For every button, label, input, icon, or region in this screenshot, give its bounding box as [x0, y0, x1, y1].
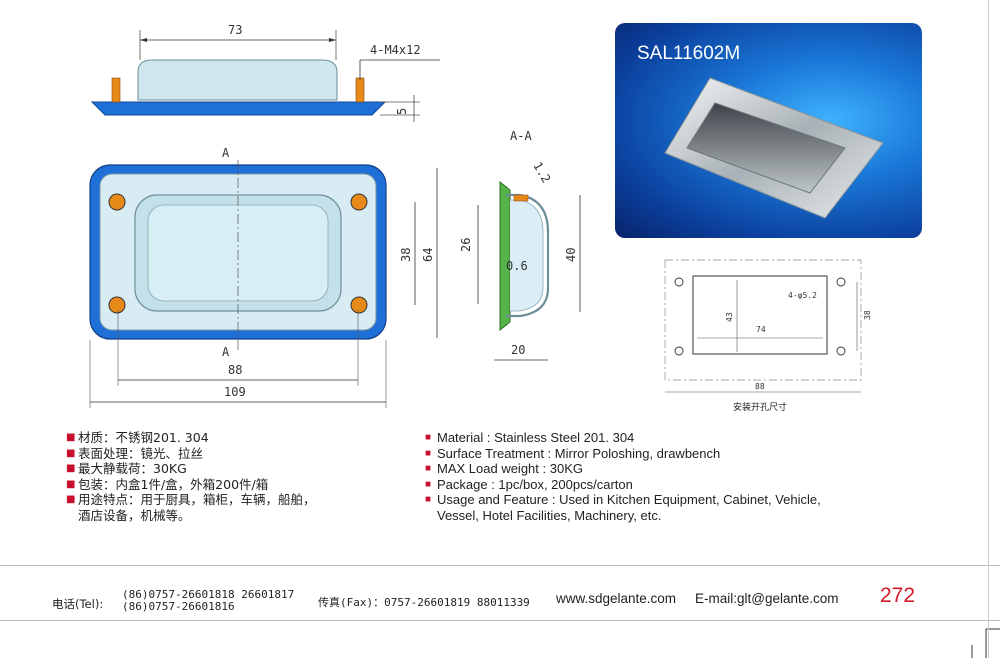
side-elevation-view: 73 4-M4x12 5 — [90, 23, 440, 122]
spec-cn-item: ■表面处理：镜光、拉丝 — [66, 445, 204, 461]
technical-drawings: 73 4-M4x12 5 A A 88 109 38 6 — [89, 23, 872, 413]
email-link[interactable]: E-mail:glt@gelante.com — [695, 591, 839, 606]
spec-en-item: ■Material : Stainless Steel 201. 304 — [425, 430, 635, 445]
dim-top-width: 73 — [228, 23, 242, 37]
cutout-outer: 88 — [755, 382, 765, 391]
spec-cn-item-cont: 酒店设备，机械等。 — [78, 507, 191, 523]
cutout-height: 43 — [725, 312, 734, 322]
tel-label: 电话(Tel): — [52, 597, 104, 611]
cutout-caption: 安装开孔尺寸 — [733, 401, 787, 413]
product-photo: SAL11602M — [615, 23, 922, 238]
footer-rule-top — [0, 565, 1000, 566]
dim-depth: 26 — [459, 238, 473, 252]
specs-chinese: ■材质：不锈钢201. 304 ■表面处理：镜光、拉丝 ■最大静载荷：30KG … — [66, 430, 386, 523]
dim-section-width: 20 — [511, 343, 525, 357]
website-link[interactable]: www.sdgelante.com — [556, 591, 677, 606]
dim-inner-height: 38 — [399, 248, 413, 262]
spec-cn-item: ■最大静载荷：30KG — [66, 461, 187, 476]
spec-en-item: ■MAX Load weight : 30KG — [425, 461, 583, 476]
spec-en-item: ■Package : 1pc/box, 200pcs/carton — [425, 476, 633, 492]
spec-cn-item: ■包装：内盒1件/盒，外箱200件/箱 — [66, 476, 269, 492]
section-mark-bottom: A — [222, 345, 230, 359]
fax: 传真(Fax)：0757-26601819 88011339 — [318, 596, 530, 609]
handle-illustration — [664, 77, 884, 219]
crop-mark — [971, 628, 1000, 658]
tel-line-2: (86)0757-26601816 — [122, 600, 235, 613]
spec-cn-item: ■用途特点：用于厨具，箱柜，车辆，船舶， — [66, 492, 316, 507]
dim-section-height: 40 — [564, 248, 578, 262]
spec-en-item-cont: Vessel, Hotel Facilities, Machinery, etc… — [437, 507, 662, 523]
page-edge-line — [988, 0, 989, 658]
cutout-holes: 4-φ5.2 — [788, 291, 817, 300]
spec-en-item: ■Surface Treatment : Mirror Poloshing, d… — [425, 445, 721, 461]
section-title: A-A — [510, 129, 532, 143]
cutout-side: 38 — [863, 310, 872, 320]
cutout-width: 74 — [756, 325, 766, 334]
screw-note: 4-M4x12 — [370, 43, 421, 57]
dim-flange-height: 5 — [395, 108, 409, 115]
page-number: 272 — [880, 584, 916, 607]
footer-rule-bottom — [0, 620, 1000, 621]
spec-en-item: ■Usage and Feature : Used in Kitchen Equ… — [425, 492, 821, 507]
model-number: SAL11602M — [637, 43, 741, 64]
thickness-note: 1.2 — [530, 160, 553, 186]
dim-inner-width: 88 — [228, 363, 242, 377]
cutout-drawing: 4-φ5.2 43 74 38 88 安装开孔尺寸 — [664, 259, 872, 413]
front-plan-view: A A 88 109 38 64 — [89, 146, 438, 408]
spec-cn-item: ■材质：不锈钢201. 304 — [66, 430, 209, 445]
dim-wall: 0.6 — [506, 259, 528, 273]
tel-line-1: (86)0757-26601818 26601817 — [122, 588, 295, 601]
specs-english: ■Material : Stainless Steel 201. 304 ■Su… — [425, 430, 855, 523]
dim-outer-height: 64 — [421, 248, 435, 262]
section-mark-top: A — [222, 146, 230, 160]
section-view: A-A 1.2 26 0.6 40 20 — [459, 129, 581, 361]
dim-outer-width: 109 — [224, 385, 246, 399]
